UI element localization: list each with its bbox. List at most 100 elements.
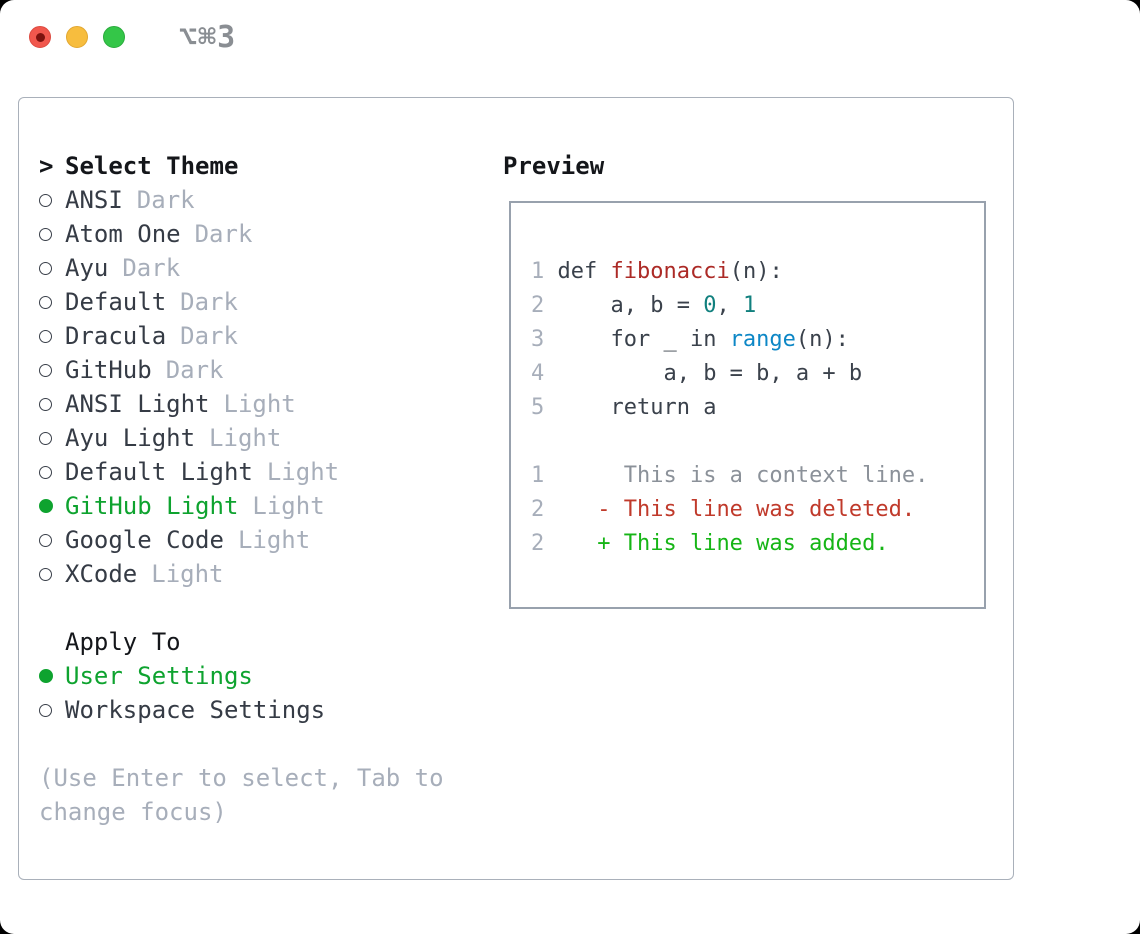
preview-line: 4 a, b = b, a + b [531, 356, 984, 390]
theme-variant-tag: Dark [122, 254, 181, 282]
marker [39, 261, 65, 275]
radio-icon [39, 533, 52, 547]
marker [39, 329, 65, 343]
line-number: 1 [531, 258, 558, 284]
theme-option-ayu-light[interactable]: Ayu Light Light [39, 421, 489, 455]
code-segment-add: + This line was added. [557, 530, 889, 556]
hint-text: (Use Enter to select, Tab to change focu… [39, 764, 444, 826]
theme-name: Dracula [65, 322, 167, 350]
theme-name: Ayu Light [65, 424, 196, 452]
marker [39, 669, 65, 683]
window-title: ⌥⌘3 [179, 19, 237, 55]
theme-option-github[interactable]: GitHub Dark [39, 353, 489, 387]
apply-to-title: Apply To [65, 628, 181, 656]
code-segment-num: 1 [742, 292, 757, 318]
spacer [39, 591, 489, 625]
theme-name: Google Code [65, 526, 224, 554]
marker [39, 465, 65, 479]
preview-line: 3 for _ in range(n): [531, 322, 984, 356]
theme-variant-tag: Light [223, 390, 296, 418]
code-segment-del: - This line was deleted. [557, 496, 916, 522]
theme-option-google-code[interactable]: Google Code Light [39, 523, 489, 557]
zoom-button[interactable] [103, 26, 125, 48]
select-theme-header: > Select Theme [39, 149, 489, 183]
theme-name: Ayu [65, 254, 109, 282]
radio-selected-icon [39, 499, 53, 513]
code-segment-code: a, b = b, a + b [557, 360, 863, 386]
line-number: 4 [531, 360, 558, 386]
preview-line: 2 - This line was deleted. [531, 492, 984, 526]
marker [39, 567, 65, 581]
code-segment-ctx: This is a context line. [557, 462, 929, 488]
apply-to-header: Apply To [39, 625, 489, 659]
marker [39, 193, 65, 207]
code-segment-code: (n): [795, 326, 849, 352]
select-theme-title: Select Theme [65, 152, 239, 180]
marker [39, 363, 65, 377]
line-number: 2 [531, 530, 558, 556]
radio-icon [39, 329, 52, 343]
code-segment-code: , [716, 292, 743, 318]
radio-icon [39, 193, 52, 207]
radio-icon [39, 567, 52, 581]
theme-variant-tag: Light [237, 526, 311, 554]
apply-option-workspace-settings[interactable]: Workspace Settings [39, 693, 489, 727]
spacer [39, 727, 489, 761]
code-segment-code: def [557, 258, 611, 284]
apply-option-label: Workspace Settings [65, 696, 326, 724]
marker [39, 703, 65, 717]
theme-name: ANSI Light [65, 390, 210, 418]
preview-line: 2 a, b = 0, 1 [531, 288, 984, 322]
preview-line: 2 + This line was added. [531, 526, 984, 560]
theme-variant-tag: Dark [165, 356, 224, 384]
theme-variant-tag: Light [266, 458, 340, 486]
preview-header: Preview [503, 152, 605, 180]
code-segment-code: a, b = [557, 292, 704, 318]
theme-variant-tag: Dark [180, 288, 238, 316]
apply-option-user-settings[interactable]: User Settings [39, 659, 489, 693]
code-segment-call: range [729, 326, 796, 352]
code-segment-fn: fibonacci [610, 258, 730, 284]
close-dot-icon [35, 32, 45, 42]
minimize-button[interactable] [66, 26, 88, 48]
line-number: 1 [531, 462, 558, 488]
radio-icon [39, 703, 52, 717]
preview-line: 5 return a [531, 390, 984, 424]
radio-icon [39, 227, 52, 241]
theme-name: GitHub Light [65, 492, 239, 520]
theme-variant-tag: Dark [194, 220, 253, 248]
radio-icon [39, 261, 52, 275]
marker [39, 499, 65, 513]
preview-line: 1 def fibonacci(n): [531, 254, 984, 288]
theme-name: ANSI [65, 186, 123, 214]
code-segment-code: return a [557, 394, 717, 420]
theme-variant-tag: Light [209, 424, 282, 452]
theme-name: GitHub [65, 356, 152, 384]
marker [39, 533, 65, 547]
line-number: 2 [531, 496, 558, 522]
code-segment-code: (n): [729, 258, 783, 284]
theme-option-ayu[interactable]: Ayu Dark [39, 251, 489, 285]
marker [39, 397, 65, 411]
code-segment-num: 0 [703, 292, 717, 318]
marker [39, 431, 65, 445]
radio-icon [39, 295, 52, 309]
theme-variant-tag: Light [151, 560, 224, 588]
line-number: 2 [531, 292, 558, 318]
theme-option-ansi-light[interactable]: ANSI Light Light [39, 387, 489, 421]
close-button[interactable] [29, 26, 51, 48]
radio-icon [39, 397, 52, 411]
